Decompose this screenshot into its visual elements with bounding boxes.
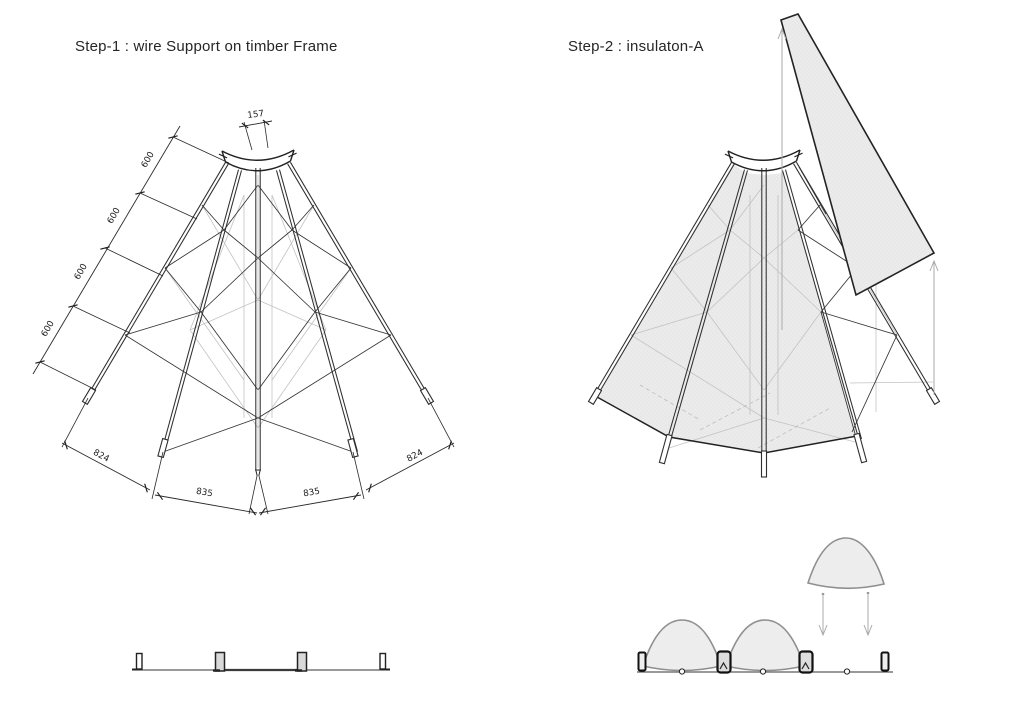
leg-mid-right [853,432,868,464]
post-outer-right [379,652,387,670]
step2-apex-ring [724,149,803,172]
step2-title: Step-2 : insulaton-A [568,38,704,55]
dim-label-157: 157 [247,109,265,121]
post-inner-left [716,650,732,674]
step1-back-wires [164,194,352,429]
step2-base-section [637,537,893,675]
step1-apex-ring [218,149,297,172]
anchor-point [843,668,851,675]
step2-elevation [587,13,941,675]
post-outer-left [637,651,647,672]
step1-title: Step-1 : wire Support on timber Frame [75,38,338,55]
panel-guide-arrows [777,27,939,395]
cover-creases [630,184,856,449]
step2-sector-wires [797,166,934,449]
dim-label-835-right: 835 [303,487,321,500]
dim-label-600-3: 600 [73,262,90,282]
dim-label-835-left: 835 [195,487,213,500]
insulation-cover [597,164,857,453]
dome-guide-arrows [818,592,873,637]
post-inner-left [214,651,226,672]
step1-base-section [132,651,390,672]
post-inner-right [296,651,308,672]
dim-label-600-4: 600 [40,319,57,339]
step1-elevation: 157 600 600 600 600 [32,109,455,672]
leg-mid-left [658,433,673,465]
insulation-dome-right [724,619,806,672]
dim-label-600-2: 600 [106,206,123,226]
step1-dim-slope-600: 600 600 600 600 [32,125,230,391]
anchor-point [678,668,686,675]
insulation-dome-left [641,619,723,672]
step1-dim-157: 157 [238,109,273,151]
post-outer-left [135,652,143,670]
leg-center [760,450,768,478]
step1-front-wires [124,184,392,453]
post-inner-right [798,650,814,674]
step1-timber-poles [81,161,435,477]
cover-bottom-edge [596,396,858,454]
dim-label-600-1: 600 [140,150,157,170]
dim-label-824-right: 824 [405,448,425,465]
insulation-panel-a [780,13,936,297]
post-outer-right [880,651,890,672]
dim-label-824-left: 824 [91,448,111,465]
insulation-dome-floating [806,537,886,590]
anchor-point [759,668,767,675]
